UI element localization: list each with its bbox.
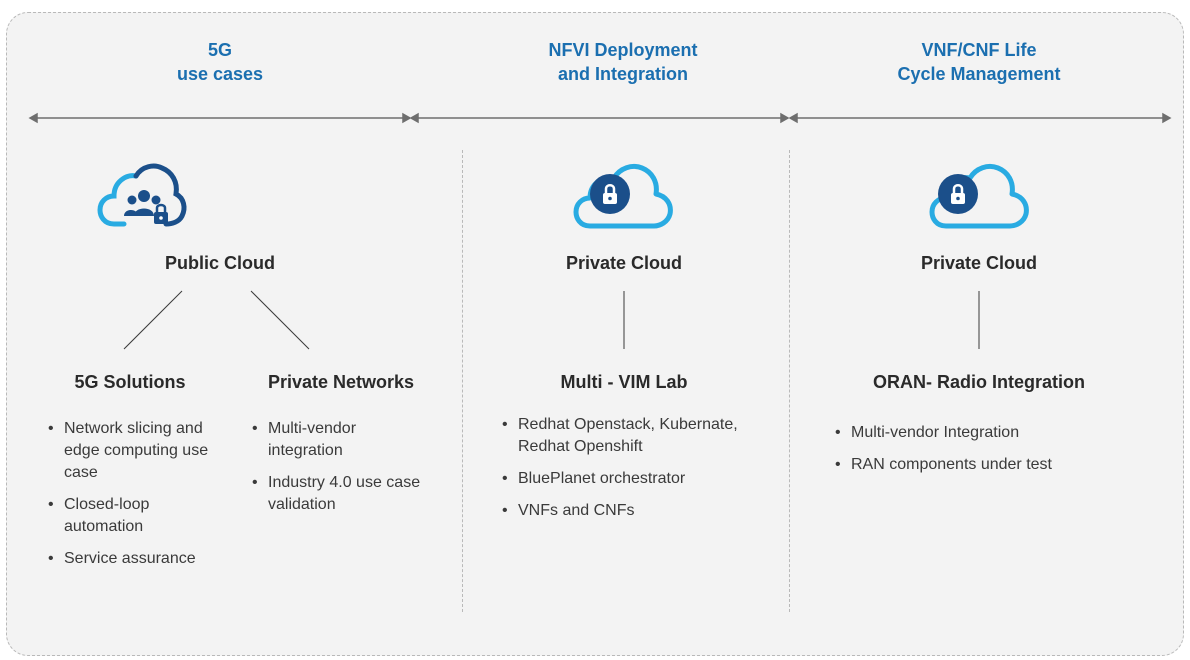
list-item: Redhat Openstack, Kubernate, Redhat Open…: [502, 414, 752, 458]
cloud-title: Private Cloud: [920, 253, 1038, 273]
column-separator: [462, 150, 463, 612]
arrowhead-right-icon: [402, 112, 412, 124]
header-5g-use-cases: 5G use cases: [50, 38, 390, 86]
list-item: BluePlanet orchestrator: [502, 468, 752, 490]
arrowhead-left-icon: [788, 112, 798, 124]
header-line: VNF/CNF Life: [921, 40, 1037, 60]
header-vnf-cnf-lifecycle: VNF/CNF Life Cycle Management: [809, 38, 1149, 86]
cloud-title: Private Cloud: [565, 253, 683, 273]
arrowhead-left-icon: [28, 112, 38, 124]
list-item: Closed-loop automation: [48, 494, 218, 538]
subsection-title-multi-vim-lab: Multi - VIM Lab: [560, 372, 688, 392]
header-line: NFVI Deployment: [548, 40, 698, 60]
header-line: and Integration: [558, 64, 688, 84]
list-item: Network slicing and edge computing use c…: [48, 418, 218, 484]
list-item: Multi-vendor Integration: [835, 422, 1135, 444]
connector-line: [250, 290, 310, 350]
list-item: Multi-vendor integration: [252, 418, 432, 462]
header-nfvi-deployment: NFVI Deployment and Integration: [453, 38, 793, 86]
arrowhead-left-icon: [409, 112, 419, 124]
list-item: RAN components under test: [835, 454, 1135, 476]
header-line: Cycle Management: [897, 64, 1061, 84]
cloud-lock-icon: [929, 163, 1029, 229]
cloud-lock-icon: [573, 163, 673, 229]
header-line: 5G: [207, 40, 232, 60]
bullet-list-private-networks: Multi-vendor integration Industry 4.0 us…: [252, 418, 432, 526]
subsection-title-private-networks: Private Networks: [267, 372, 415, 392]
arrowhead-right-icon: [780, 112, 790, 124]
column-separator: [789, 150, 790, 612]
cloud-users-lock-icon: [97, 163, 187, 227]
arrowhead-right-icon: [1162, 112, 1172, 124]
bullet-list-oran-radio: Multi-vendor Integration RAN components …: [835, 422, 1135, 486]
list-item: Industry 4.0 use case validation: [252, 472, 432, 516]
subsection-title-oran-radio: ORAN- Radio Integration: [873, 372, 1085, 392]
cloud-title: Public Cloud: [165, 253, 275, 273]
bullet-list-5g-solutions: Network slicing and edge computing use c…: [48, 418, 218, 580]
connector-line: [123, 290, 183, 350]
subsection-title-5g-solutions: 5G Solutions: [74, 372, 186, 392]
list-item: VNFs and CNFs: [502, 500, 752, 522]
list-item: Service assurance: [48, 548, 218, 570]
bullet-list-multi-vim-lab: Redhat Openstack, Kubernate, Redhat Open…: [502, 414, 752, 532]
header-line: use cases: [176, 64, 264, 84]
